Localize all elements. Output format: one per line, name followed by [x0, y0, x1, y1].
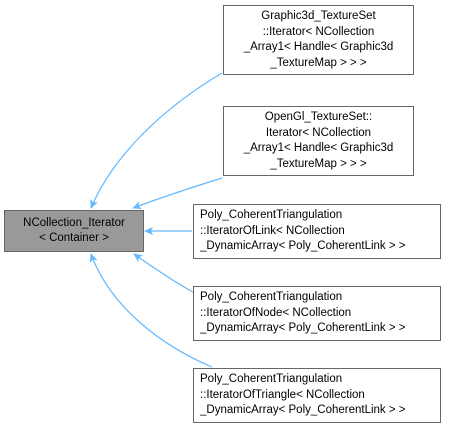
edge-iterator-of-triangle	[89, 253, 213, 368]
edge-graphic3d-textureset	[90, 72, 223, 209]
node-line: Poly_CoherentTriangulation	[200, 209, 343, 222]
edge-opengl-textureset	[132, 177, 223, 209]
node-line: _DynamicArray< Poly_CoherentLink > >	[200, 322, 406, 335]
node-line: _Array1< Handle< Graphic3d	[243, 142, 394, 154]
base-class-line-1: NCollection_Iterator	[23, 216, 125, 229]
node-line: _TextureMap > > >	[270, 157, 367, 170]
node-line: _DynamicArray< Poly_CoherentLink > >	[200, 404, 406, 417]
derived-class-node-iterator-of-node[interactable]: Poly_CoherentTriangulation ::IteratorOfN…	[193, 286, 441, 341]
base-class-line-2: < Container >	[39, 232, 109, 244]
node-line: _TextureMap > > >	[270, 56, 367, 69]
edge-iterator-of-node	[133, 253, 194, 293]
derived-class-node-iterator-of-triangle[interactable]: Poly_CoherentTriangulation ::IteratorOfT…	[193, 368, 441, 423]
node-line: Poly_CoherentTriangulation	[200, 373, 343, 386]
node-line: _DynamicArray< Poly_CoherentLink > >	[200, 240, 406, 253]
node-line: _Array1< Handle< Graphic3d	[243, 41, 394, 53]
node-line: Iterator< NCollection	[265, 126, 372, 139]
derived-class-node-graphic3d-textureset[interactable]: Graphic3d_TextureSet ::Iterator< NCollec…	[223, 5, 414, 75]
node-line: Graphic3d_TextureSet	[261, 10, 376, 22]
derived-class-node-opengl-textureset[interactable]: OpenGl_TextureSet:: Iterator< NCollectio…	[223, 106, 414, 176]
node-line: ::IteratorOfLink< NCollection	[200, 224, 345, 237]
node-line: ::IteratorOfNode< NCollection	[200, 306, 352, 319]
node-line: OpenGl_TextureSet::	[264, 111, 373, 123]
base-class-node[interactable]: NCollection_Iterator < Container >	[4, 210, 144, 252]
node-line: ::IteratorOfTriangle< NCollection	[200, 388, 365, 401]
node-line: ::Iterator< NCollection	[262, 25, 375, 38]
node-line: Poly_CoherentTriangulation	[200, 291, 343, 304]
derived-class-node-iterator-of-link[interactable]: Poly_CoherentTriangulation ::IteratorOfL…	[193, 204, 441, 259]
